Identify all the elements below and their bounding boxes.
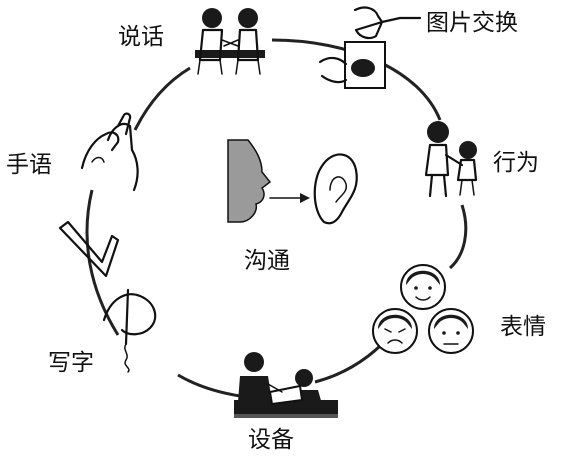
face-happy-icon bbox=[400, 264, 446, 310]
hand-giving-picture-icon bbox=[318, 6, 422, 89]
hand-writing-icon bbox=[102, 288, 157, 373]
adult-holding-child-icon bbox=[424, 121, 478, 198]
center-illustration bbox=[227, 139, 358, 225]
ring-segment-bottom-left bbox=[177, 373, 241, 398]
ring-segment-top-left bbox=[133, 66, 191, 131]
label-picture-exchange: 图片交换 bbox=[426, 10, 518, 36]
people-using-device-icon bbox=[234, 352, 338, 418]
facial-expressions-icon bbox=[372, 264, 474, 354]
arrow-right-icon bbox=[269, 193, 310, 203]
label-behavior: 行为 bbox=[493, 150, 539, 176]
label-expression: 表情 bbox=[500, 314, 546, 340]
face-profile-icon bbox=[227, 139, 272, 223]
label-sign-language: 手语 bbox=[6, 152, 52, 178]
face-angry-icon bbox=[372, 308, 418, 354]
label-speech: 说话 bbox=[118, 24, 164, 50]
ring-segment-right bbox=[448, 204, 468, 270]
sign-language-hands-icon bbox=[58, 112, 139, 278]
label-writing: 写字 bbox=[48, 350, 94, 376]
label-device: 设备 bbox=[248, 427, 294, 453]
two-people-talking-icon bbox=[195, 8, 265, 75]
ear-icon bbox=[313, 153, 358, 225]
face-sad-icon bbox=[428, 308, 474, 354]
ring-segment-left bbox=[85, 189, 120, 336]
center-label: 沟通 bbox=[244, 248, 290, 274]
